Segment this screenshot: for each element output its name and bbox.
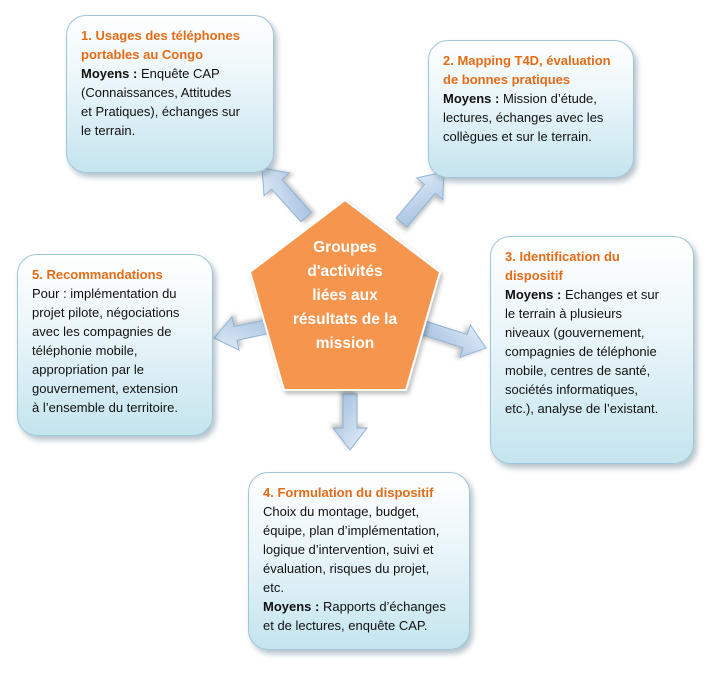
center-label: Groupes d'activités liées aux résultats …: [270, 236, 420, 356]
title-line: 2. Mapping T4D, évaluation: [443, 53, 611, 68]
box-title: 1. Usages des téléphones portables au Co…: [81, 26, 261, 64]
moyens-line: niveaux (gouvernement,: [505, 325, 645, 340]
title-line: 1. Usages des téléphones: [81, 28, 240, 43]
moyens-line: Rapports d’échanges: [319, 599, 446, 614]
box-formulation: 4. Formulation du dispositif Choix du mo…: [248, 472, 470, 650]
body-line: avec les compagnies de: [32, 324, 172, 339]
center-line: mission: [315, 335, 375, 352]
center-line: résultats de la: [292, 311, 398, 328]
body-line: logique d’intervention, suivi et: [263, 542, 434, 557]
body-line: appropriation par le: [32, 362, 145, 377]
moyens-line: compagnies de téléphonie: [505, 344, 657, 359]
moyens-line: le terrain à plusieurs: [505, 306, 623, 321]
moyens-text: Moyens : Echanges et sur le terrain à plu…: [505, 285, 681, 418]
moyens-line: etc.), analyse de l’existant.: [505, 401, 659, 416]
moyens-line: lectures, échanges avec les: [443, 110, 604, 125]
body-text: Pour : implémentation du projet pilote, n…: [32, 284, 200, 417]
body-line: projet pilote, négociations: [32, 305, 180, 320]
box-title: 2. Mapping T4D, évaluation de bonnes pra…: [443, 51, 621, 89]
moyens-text: Moyens : Rapports d’échanges et de lectur…: [263, 597, 457, 635]
moyens-label: Moyens :: [81, 66, 138, 81]
moyens-line: (Connaissances, Attitudes: [81, 85, 232, 100]
moyens-line: et Pratiques), échanges sur: [81, 104, 240, 119]
body-line: évaluation, risques du projet,: [263, 561, 430, 576]
title-line: de bonnes pratiques: [443, 72, 571, 87]
moyens-line: collègues et sur le terrain.: [443, 129, 592, 144]
moyens-line: Enquête CAP: [137, 66, 220, 81]
body-line: gouvernement, extension: [32, 381, 178, 396]
title-line: 3. Identification du: [505, 249, 620, 264]
center-line: Groupes: [313, 239, 377, 256]
center-line: d'activités: [307, 263, 383, 280]
center-pentagon: [248, 198, 442, 391]
moyens-line: Echanges et sur: [561, 287, 659, 302]
arrow-to-mapping: [395, 171, 445, 228]
arrow-to-usages: [261, 167, 313, 223]
center-line: liées aux: [312, 287, 378, 304]
moyens-text: Moyens : Mission d’étude, lectures, échan…: [443, 89, 621, 146]
moyens-label: Moyens :: [263, 599, 320, 614]
moyens-line: sociétés informatiques,: [505, 382, 638, 397]
moyens-label: Moyens :: [443, 91, 500, 106]
moyens-text: Moyens : Enquête CAP (Connaissances, Atti…: [81, 64, 261, 140]
moyens-line: le terrain.: [81, 123, 136, 138]
title-line: 4. Formulation du dispositif: [263, 485, 434, 500]
title-line: dispositif: [505, 268, 563, 283]
box-title: 4. Formulation du dispositif: [263, 483, 457, 502]
box-identification: 3. Identification du dispositif Moyens :…: [490, 236, 694, 464]
box-content: 4. Formulation du dispositif Choix du mo…: [263, 483, 457, 641]
body-line: Pour : implémentation du: [32, 286, 177, 301]
moyens-label: Moyens :: [505, 287, 562, 302]
title-line: 5. Recommandations: [32, 267, 163, 282]
arrow-to-formulation: [331, 393, 369, 451]
moyens-line: et de lectures, enquête CAP.: [263, 618, 428, 633]
moyens-line: mobile, centres de santé,: [505, 363, 651, 378]
title-line: portables au Congo: [81, 47, 204, 62]
moyens-line: Mission d’étude,: [499, 91, 597, 106]
box-mapping: 2. Mapping T4D, évaluation de bonnes pra…: [428, 40, 634, 178]
body-line: équipe, plan d’implémentation,: [263, 523, 440, 538]
body-line: Choix du montage, budget,: [263, 504, 420, 519]
box-usages: 1. Usages des téléphones portables au Co…: [66, 15, 274, 173]
box-title: 5. Recommandations: [32, 265, 200, 284]
body-line: à l’ensemble du territoire.: [32, 400, 178, 415]
body-text: Choix du montage, budget, équipe, plan d’…: [263, 502, 457, 597]
arrow-to-identification: [420, 320, 487, 359]
body-line: téléphonie mobile,: [32, 343, 138, 358]
box-title: 3. Identification du dispositif: [505, 247, 681, 285]
box-recommandations: 5. Recommandations Pour : implémentation…: [17, 254, 213, 436]
body-line: etc.: [263, 580, 284, 595]
